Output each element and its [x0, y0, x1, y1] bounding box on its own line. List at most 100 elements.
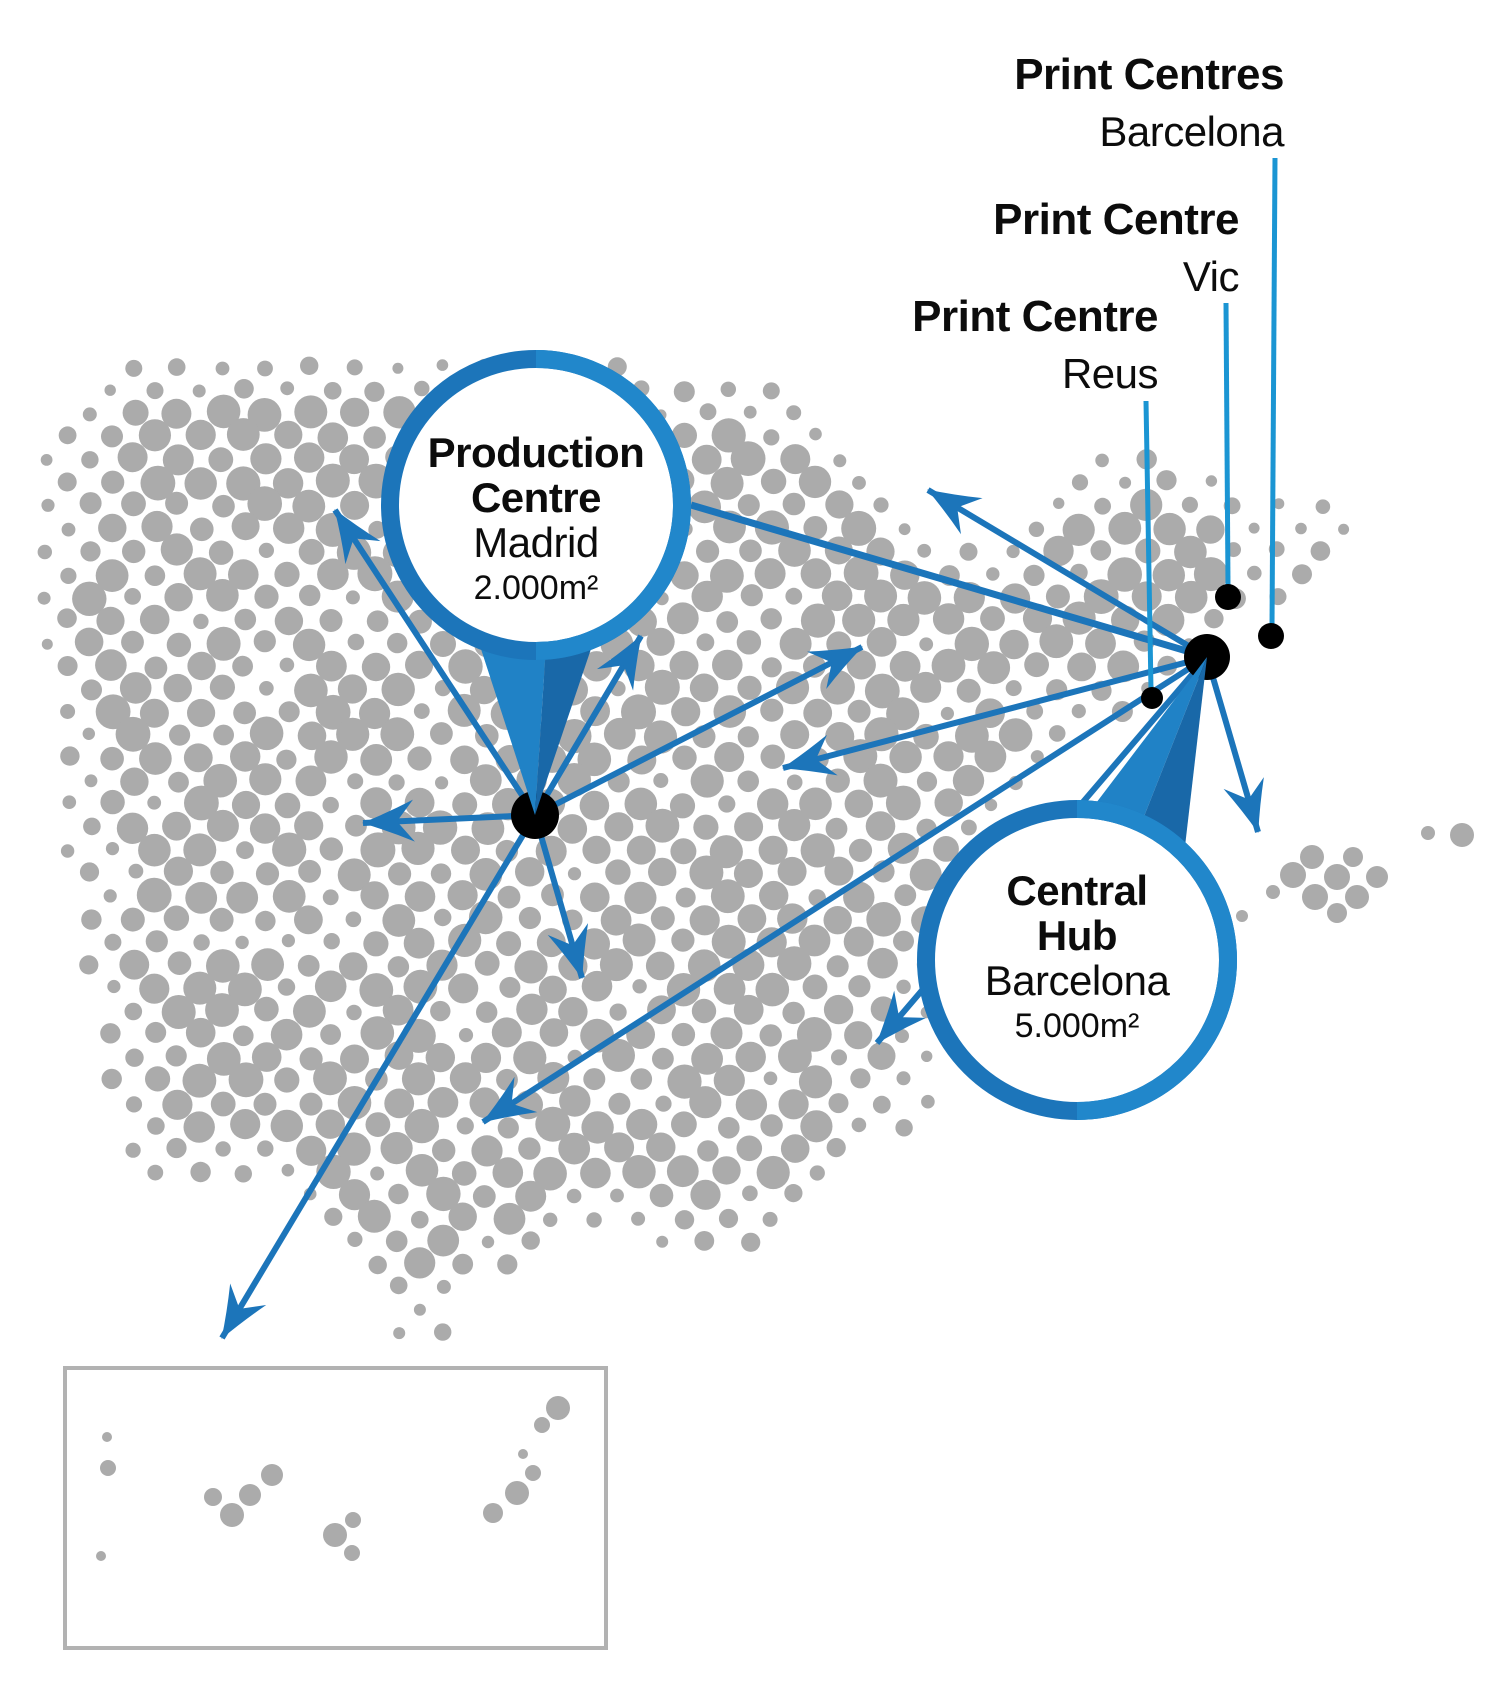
map-halftone-dot [41, 498, 55, 512]
map-halftone-dot [515, 857, 545, 887]
map-halftone-dot [456, 1117, 474, 1135]
map-halftone-dot [1006, 544, 1020, 559]
map-halftone-dot [452, 792, 478, 818]
map-halftone-dot [315, 463, 350, 498]
map-halftone-dot [533, 1156, 567, 1191]
map-halftone-dot [294, 811, 324, 841]
map-halftone-dot [210, 860, 234, 885]
canary-island-dot [345, 1512, 361, 1528]
map-halftone-dot [736, 630, 762, 655]
map-halftone-dot [671, 1022, 696, 1047]
map-halftone-dot [281, 1163, 295, 1177]
map-halftone-dot [646, 1132, 676, 1162]
map-halftone-dot [608, 1092, 631, 1115]
map-halftone-dot [257, 360, 273, 377]
map-halftone-dot [649, 1183, 674, 1208]
map-halftone-dot [187, 651, 216, 681]
map-halftone-dot [599, 948, 633, 982]
map-halftone-dot [360, 744, 393, 776]
central-hub-area: 5.000m² [1014, 1007, 1140, 1045]
map-halftone-dot [357, 1199, 391, 1233]
map-halftone-dot [778, 534, 811, 567]
map-halftone-dot [96, 606, 125, 636]
map-halftone-dot [809, 427, 822, 441]
map-halftone-dot [740, 584, 763, 607]
map-halftone-dot [645, 808, 680, 843]
map-halftone-dot [315, 1109, 345, 1139]
map-halftone-dot [733, 859, 763, 888]
map-halftone-dot [863, 763, 898, 798]
map-halftone-dot [710, 1017, 743, 1050]
map-halftone-dot [558, 997, 588, 1027]
map-halftone-dot [139, 973, 170, 1004]
map-halftone-dot [666, 1155, 699, 1188]
map-halftone-dot [481, 1235, 495, 1249]
map-halftone-dot [322, 889, 339, 906]
map-halftone-dot [803, 516, 828, 540]
map-halftone-dot [385, 1230, 408, 1253]
map-halftone-dot [451, 835, 480, 865]
map-halftone-dot [1295, 522, 1307, 535]
map-halftone-dot [319, 837, 343, 861]
map-halftone-dot [954, 626, 989, 662]
map-halftone-dot [388, 1183, 409, 1205]
map-halftone-dot [339, 444, 369, 475]
map-halftone-dot [255, 910, 276, 932]
map-halftone-dot [472, 1185, 496, 1208]
map-halftone-dot [125, 1096, 143, 1113]
map-halftone-dot [713, 1064, 745, 1096]
map-halftone-dot [1181, 496, 1198, 513]
map-halftone-dot [844, 1021, 873, 1050]
map-halftone-dot [491, 1017, 522, 1048]
map-halftone-dot [886, 697, 920, 731]
map-halftone-dot [758, 835, 788, 865]
map-halftone-dot [125, 1142, 141, 1158]
canary-island-dot [102, 1432, 112, 1442]
map-halftone-dot [582, 835, 611, 865]
map-halftone-dot [253, 1092, 277, 1116]
map-halftone-dot [208, 540, 234, 565]
map-halftone-dot [270, 1018, 303, 1051]
map-halftone-dot [469, 764, 502, 796]
map-halftone-dot [249, 813, 281, 844]
map-halftone-dot [786, 405, 802, 421]
map-halftone-dot [843, 926, 874, 957]
map-halftone-dot [163, 905, 190, 931]
map-halftone-dot [539, 1018, 569, 1047]
map-halftone-dot [193, 613, 209, 630]
vic-print-centre-marker [1215, 584, 1241, 610]
map-halftone-dot [559, 1085, 591, 1117]
map-halftone-dot [496, 1068, 518, 1091]
map-halftone-dot [322, 796, 339, 814]
map-halftone-dot [450, 745, 479, 775]
map-halftone-dot [780, 444, 811, 475]
map-halftone-dot [866, 627, 897, 657]
map-halftone-dot [691, 580, 723, 613]
map-halftone-dot [580, 1157, 611, 1189]
map-halftone-dot [345, 590, 360, 605]
map-halftone-dot [626, 1108, 658, 1141]
map-halftone-dot [1023, 564, 1045, 587]
map-halftone-dot [736, 1135, 763, 1162]
map-halftone-dot [691, 1043, 723, 1075]
map-halftone-dot [865, 811, 896, 841]
map-halftone-dot [718, 1117, 740, 1139]
map-halftone-dot [60, 746, 80, 766]
map-halftone-dot [798, 924, 831, 957]
map-halftone-dot [847, 699, 871, 723]
map-halftone-dot [762, 382, 780, 400]
map-halftone-dot [82, 407, 97, 422]
map-halftone-dot [436, 359, 449, 371]
map-halftone-dot [737, 770, 759, 793]
map-halftone-dot [800, 558, 832, 589]
print-centre-reus-title: Print Centre [912, 292, 1158, 341]
map-halftone-dot [60, 844, 75, 858]
map-halftone-dot [146, 382, 164, 400]
map-halftone-dot [182, 1063, 217, 1098]
map-halftone-dot [785, 587, 803, 605]
map-halftone-dot [885, 785, 921, 821]
map-halftone-dot [366, 610, 389, 632]
map-halftone-dot [674, 1210, 695, 1230]
map-halftone-dot [210, 1091, 236, 1117]
